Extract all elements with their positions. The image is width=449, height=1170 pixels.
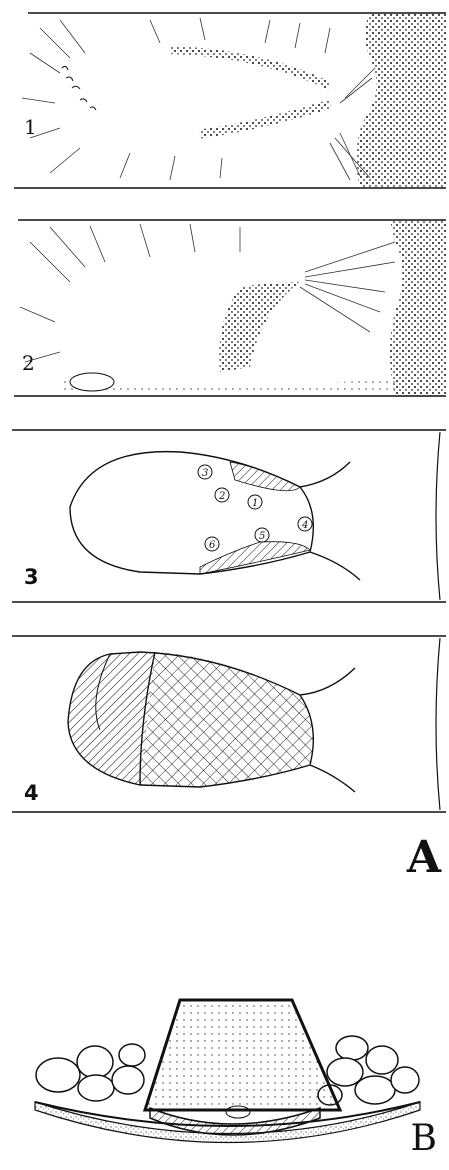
section-a-label: A [407, 832, 441, 883]
section-b-label: B [411, 1118, 437, 1159]
marker-5: 5 [255, 528, 269, 542]
panel-2-drawing: 2 [0, 212, 449, 402]
panel-2-number: 2 [22, 351, 35, 375]
panel-3-drawing: 1 2 3 4 5 6 3 [0, 422, 449, 612]
panel-3-number: 3 [24, 565, 39, 589]
marker-4: 4 [298, 517, 312, 531]
panel-4-number: 4 [24, 781, 39, 805]
panel-4-drawing: 4 [0, 630, 449, 820]
svg-text:1: 1 [252, 498, 258, 509]
marker-1: 1 [248, 495, 262, 509]
panel-4: 4 [0, 630, 449, 820]
panel-1: 1 [0, 8, 449, 193]
svg-text:4: 4 [301, 520, 308, 531]
panel-3: 1 2 3 4 5 6 3 [0, 422, 449, 612]
panel-2: 2 [0, 212, 449, 402]
svg-text:6: 6 [209, 540, 216, 551]
marker-6: 6 [205, 537, 219, 551]
svg-text:2: 2 [218, 491, 225, 502]
panel-1-number: 1 [24, 115, 37, 139]
figure-b-drawing [0, 990, 449, 1170]
marker-2: 2 [215, 488, 229, 502]
marker-3: 3 [198, 465, 212, 479]
svg-text:3: 3 [202, 468, 208, 479]
panel-1-drawing: 1 [0, 8, 449, 193]
svg-text:5: 5 [259, 531, 265, 542]
figure-b [0, 990, 449, 1170]
